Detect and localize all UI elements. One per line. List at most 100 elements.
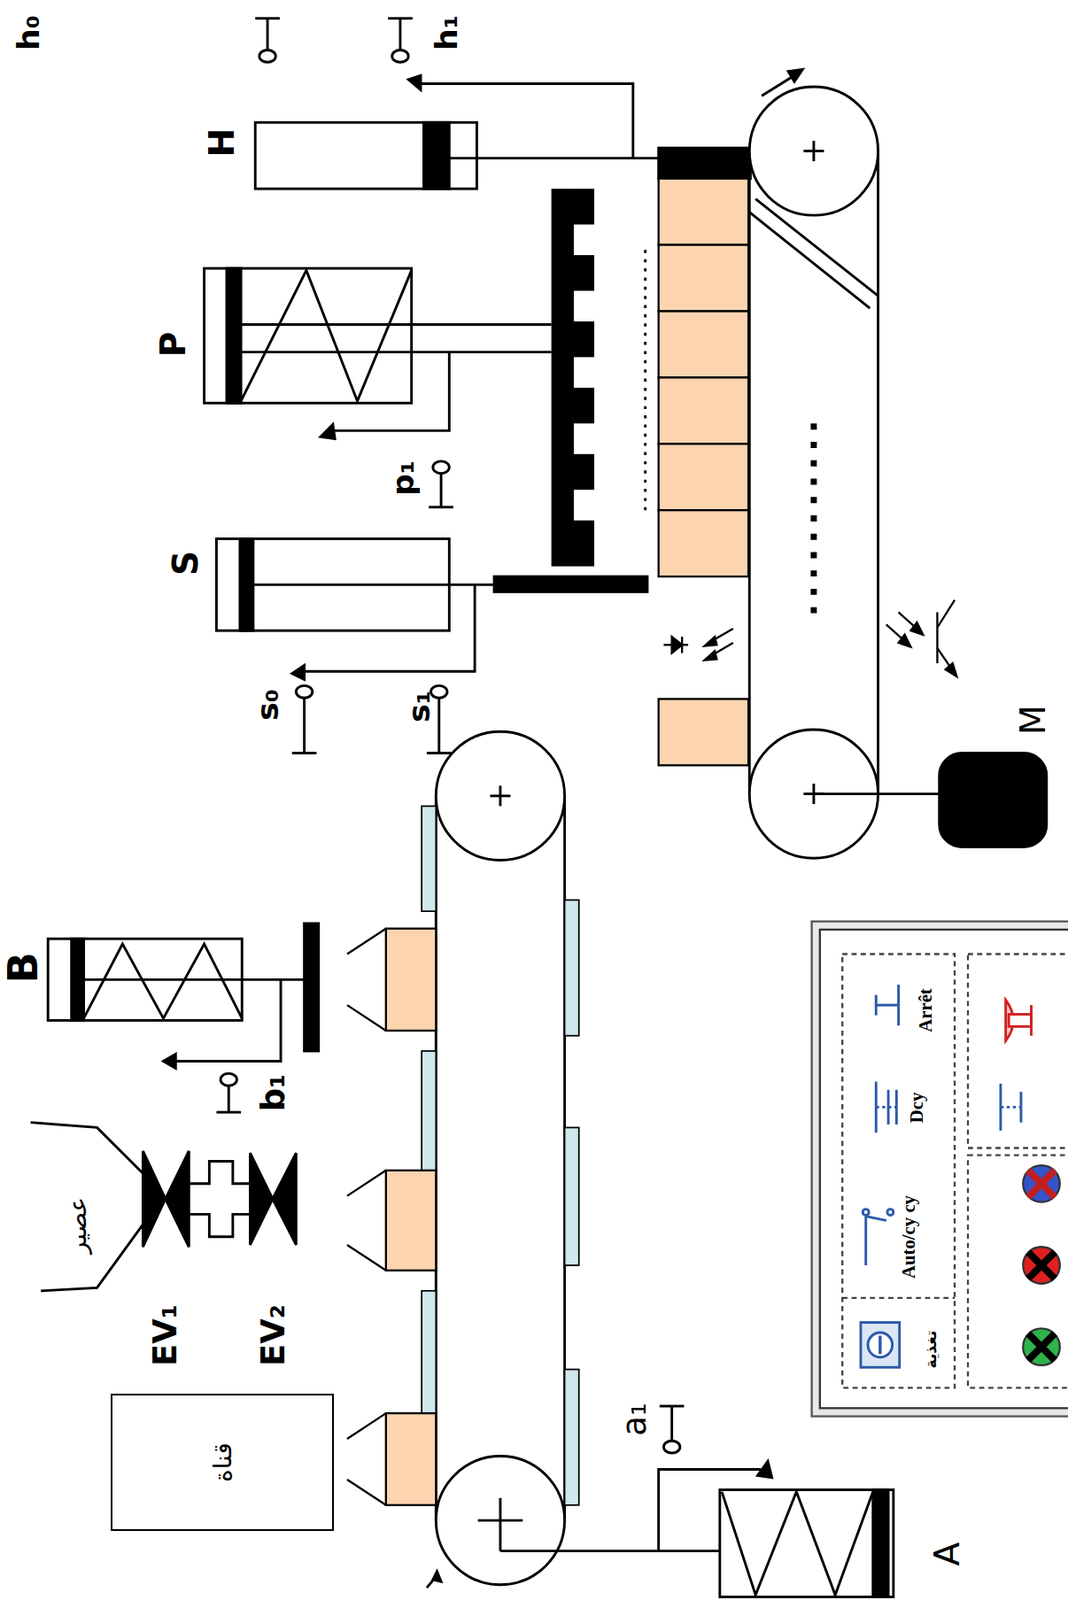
conveyor-plates-part bbox=[421, 1051, 436, 1185]
cylinder-h-part bbox=[408, 75, 421, 90]
sensor-label: b₁ bbox=[257, 1073, 291, 1112]
control-panel-part bbox=[967, 1155, 1068, 1389]
cylinder-h-part bbox=[259, 49, 276, 62]
cylinder-p-part bbox=[204, 268, 412, 403]
cylinder-p-part bbox=[573, 454, 595, 490]
bottles-part bbox=[386, 1413, 436, 1506]
cylinder-p-part bbox=[433, 461, 449, 474]
button-label: Arrêt bbox=[915, 989, 935, 1034]
sensor-label: s₁ bbox=[402, 690, 434, 723]
control-panel-part-part bbox=[866, 1216, 887, 1222]
upper-conveyor-part bbox=[499, 1498, 503, 1552]
cylinder-p-part bbox=[240, 270, 412, 402]
sensor-label: s₀ bbox=[252, 688, 284, 721]
switch-label: تغذية bbox=[923, 1331, 939, 1370]
juice-tank-and-valves-part bbox=[188, 1214, 250, 1237]
control-panel-part bbox=[1028, 1170, 1055, 1198]
photo-sensor-part bbox=[910, 622, 923, 635]
lower-conveyor-part bbox=[876, 151, 880, 795]
bottles-part bbox=[347, 1005, 387, 1031]
photo-sensor-part bbox=[704, 650, 718, 660]
control-panel-part bbox=[1022, 1165, 1061, 1202]
control-panel-part bbox=[1022, 1328, 1061, 1365]
cylinder-s-part bbox=[295, 685, 312, 698]
control-panel-part bbox=[820, 929, 1068, 1409]
boxes-on-conveyor-part bbox=[658, 443, 749, 511]
control-panel bbox=[812, 921, 1068, 1417]
cylinder-h-part bbox=[255, 122, 477, 189]
cylinder-a-part bbox=[719, 1490, 894, 1598]
button-label: Dcy bbox=[907, 1092, 927, 1124]
control-panel-part bbox=[1028, 1333, 1055, 1361]
photo-sensor-part bbox=[898, 634, 912, 648]
control-panel-part bbox=[842, 954, 955, 1389]
cylinder-label: A bbox=[929, 1541, 965, 1566]
lower-conveyor-part bbox=[788, 69, 803, 82]
cylinder-s-part bbox=[302, 697, 306, 753]
bottles-part bbox=[347, 1245, 387, 1271]
lower-conveyor-part bbox=[749, 212, 870, 309]
bottles bbox=[347, 928, 436, 1506]
photo-sensor-part bbox=[936, 611, 938, 664]
cylinder-h-part bbox=[266, 18, 270, 51]
lower-conveyor-part bbox=[761, 75, 795, 96]
conveyor-plates-part bbox=[564, 899, 580, 1036]
upper-conveyor-part bbox=[499, 785, 503, 806]
lower-conveyor-part bbox=[812, 140, 815, 162]
cylinder-h-part bbox=[420, 83, 634, 158]
lower-conveyor bbox=[749, 69, 1047, 859]
cylinder-s-part bbox=[292, 751, 318, 755]
cylinder-s-part bbox=[239, 538, 254, 631]
cylinder-b-part bbox=[220, 1073, 237, 1086]
cylinder-h bbox=[255, 18, 751, 189]
control-panel-part-part bbox=[887, 1090, 890, 1125]
photo-sensor-part bbox=[945, 663, 958, 677]
cylinder-p-part bbox=[551, 188, 574, 566]
boxes-on-conveyor-part bbox=[643, 249, 647, 516]
cylinder-a-part bbox=[670, 1406, 674, 1441]
boxes-on-conveyor bbox=[645, 178, 749, 767]
sensor-label: p₁ bbox=[387, 460, 419, 496]
cylinder-p-part bbox=[573, 255, 595, 291]
cylinder-label: B bbox=[2, 951, 44, 983]
control-panel-part-part bbox=[874, 995, 878, 1016]
control-panel-part bbox=[862, 984, 1022, 1266]
cylinder-p-part bbox=[440, 473, 443, 508]
juice-tank-and-valves-part bbox=[272, 1153, 297, 1246]
cylinder-s-part bbox=[494, 576, 648, 592]
motor-label: M bbox=[1015, 704, 1051, 736]
control-panel-part-part bbox=[864, 1216, 867, 1266]
cylinder-h-part bbox=[448, 156, 658, 160]
cylinder-h-part bbox=[392, 49, 409, 62]
control-panel-part bbox=[1008, 1014, 1031, 1028]
juice-tank-and-valves-part bbox=[249, 1153, 272, 1246]
cylinder-h-part bbox=[255, 16, 280, 20]
cylinder-h-part bbox=[399, 18, 403, 51]
cylinder-b-part bbox=[227, 1085, 231, 1113]
cylinder-a-part bbox=[721, 1492, 874, 1595]
control-panel-part-part bbox=[875, 1004, 898, 1007]
juice-tank-and-valves-part bbox=[30, 1122, 144, 1175]
cylinder-b-part bbox=[162, 1053, 176, 1068]
conveyor-plates-part bbox=[564, 1369, 580, 1506]
photo-sensor bbox=[663, 600, 957, 677]
control-panel-part-part bbox=[875, 1106, 897, 1109]
photo-sensor-part bbox=[936, 600, 955, 628]
cylinder-a-part bbox=[663, 1440, 680, 1454]
sensor-label: a₁ bbox=[619, 1402, 652, 1436]
conveyor-plates bbox=[421, 805, 580, 1505]
cylinder-p-part bbox=[573, 321, 595, 357]
juice-tank-and-valves bbox=[30, 1122, 297, 1292]
control-panel-part-part bbox=[1000, 1106, 1022, 1109]
upper-conveyor-part bbox=[435, 1456, 565, 1586]
upper-conveyor-part bbox=[433, 1571, 442, 1583]
control-panel-part bbox=[867, 1332, 893, 1358]
sensor-label: h₀ bbox=[13, 15, 45, 51]
bottles-part bbox=[347, 928, 387, 955]
channel-box: قناة bbox=[110, 1393, 334, 1533]
cylinder-s bbox=[216, 538, 648, 753]
cylinder-p bbox=[204, 188, 595, 566]
bottles-part bbox=[347, 1479, 387, 1506]
cylinder-a-part bbox=[873, 1490, 889, 1598]
